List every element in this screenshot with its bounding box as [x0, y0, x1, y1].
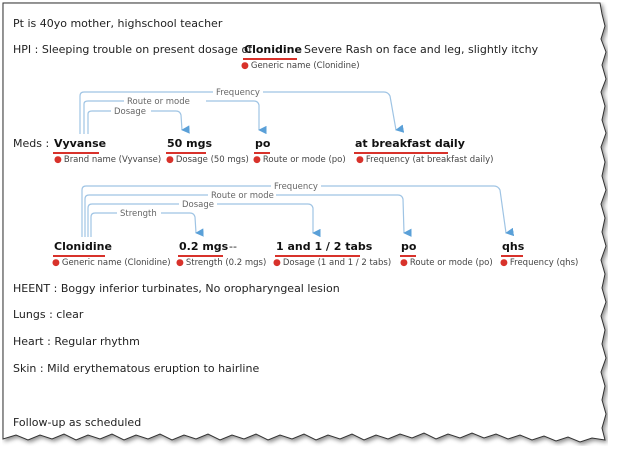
entity-tag-label: Dosage (50 mgs) — [175, 155, 249, 165]
entity-tag-label: Frequency (at breakfast daily) — [365, 155, 494, 165]
entity-vyvanse[interactable]: Vyvanse — [54, 137, 107, 150]
tag-dot-icon: ● — [400, 258, 408, 268]
hpi-entity-underline — [243, 58, 297, 60]
torn-paper-background — [2, 2, 607, 443]
heart-line: Heart : Regular rhythm — [13, 335, 140, 348]
entity-underline — [166, 152, 206, 154]
tag-dot-icon: ● — [241, 61, 249, 71]
entity-underline — [254, 152, 270, 154]
entity-underline — [275, 255, 360, 257]
hpi-entity-tag-label: Generic name (Clonidine) — [250, 61, 360, 71]
entity-tag-generic[interactable]: ●Generic name (Clonidine) — [52, 258, 171, 269]
relation-dosage-label: Dosage — [182, 200, 214, 210]
followup-line: Follow-up as scheduled — [13, 416, 142, 429]
entity-qhs[interactable]: qhs — [502, 240, 525, 253]
entity-tag-label: Route or mode (po) — [409, 258, 493, 268]
patient-summary-line: Pt is 40yo mother, highschool teacher — [13, 17, 223, 30]
entity-tag-dosage[interactable]: ●Dosage (50 mgs) — [166, 155, 249, 166]
entity-tag-label: Dosage (1 and 1 / 2 tabs) — [282, 258, 392, 268]
entity-tag-route[interactable]: ●Route or mode (po) — [400, 258, 493, 269]
tag-dot-icon: ● — [273, 258, 281, 268]
entity-underline — [354, 152, 448, 154]
entity-underline — [53, 152, 99, 154]
relation-route-label: Route or mode — [211, 191, 274, 201]
entity-tag-dosage[interactable]: ●Dosage (1 and 1 / 2 tabs) — [273, 258, 391, 269]
tag-dot-icon: ● — [176, 258, 184, 268]
entity-1-and-1-2-tabs[interactable]: 1 and 1 / 2 tabs — [276, 240, 373, 253]
meds-label: Meds : — [13, 137, 50, 150]
meds2-dash: -- — [229, 240, 237, 253]
entity-underline — [501, 255, 523, 257]
hpi-entity-tag[interactable]: ●Generic name (Clonidine) — [241, 61, 360, 72]
hpi-prefix: HPI : Sleeping trouble on present dosage… — [13, 43, 253, 56]
tag-dot-icon: ● — [54, 155, 62, 165]
entity-at-breakfast-daily[interactable]: at breakfast daily — [355, 137, 465, 150]
entity-underline — [178, 255, 223, 257]
entity-tag-strength[interactable]: ●Strength (0.2 mgs) — [176, 258, 266, 269]
relation-strength-label: Strength — [120, 209, 157, 219]
entity-tag-frequency[interactable]: ●Frequency (at breakfast daily) — [356, 155, 493, 166]
entity-tag-label: Generic name (Clonidine) — [61, 258, 171, 268]
skin-line: Skin : Mild erythematous eruption to hai… — [13, 362, 260, 375]
entity-0-2-mgs[interactable]: 0.2 mgs — [179, 240, 229, 253]
entity-tag-route[interactable]: ●Route or mode (po) — [253, 155, 346, 166]
entity-po[interactable]: po — [255, 137, 271, 150]
entity-50mgs[interactable]: 50 mgs — [167, 137, 213, 150]
lungs-line: Lungs : clear — [13, 308, 84, 321]
tag-dot-icon: ● — [500, 258, 508, 268]
heent-line: HEENT : Boggy inferior turbinates, No or… — [13, 282, 340, 295]
entity-po[interactable]: po — [401, 240, 417, 253]
entity-tag-brand[interactable]: ●Brand name (Vyvanse) — [54, 155, 161, 166]
relation-frequency-label: Frequency — [216, 88, 260, 98]
hpi-suffix: . Severe Rash on face and leg, slightly … — [297, 43, 539, 56]
relation-frequency-label: Frequency — [274, 182, 318, 192]
entity-tag-label: Brand name (Vyvanse) — [63, 155, 162, 165]
entity-underline — [53, 255, 105, 257]
entity-clonidine[interactable]: Clonidine — [54, 240, 112, 253]
entity-tag-frequency[interactable]: ●Frequency (qhs) — [500, 258, 578, 269]
meds1-trailing-comma: , — [448, 137, 452, 150]
entity-tag-label: Frequency (qhs) — [509, 258, 579, 268]
tag-dot-icon: ● — [166, 155, 174, 165]
entity-underline — [400, 255, 416, 257]
hpi-entity-clonidine[interactable]: Clonidine — [244, 43, 302, 56]
relation-route-label: Route or mode — [127, 97, 190, 107]
entity-tag-label: Strength (0.2 mgs) — [185, 258, 267, 268]
tag-dot-icon: ● — [52, 258, 60, 268]
entity-tag-label: Route or mode (po) — [262, 155, 346, 165]
tag-dot-icon: ● — [253, 155, 261, 165]
tag-dot-icon: ● — [356, 155, 364, 165]
relation-dosage-label: Dosage — [114, 107, 146, 117]
